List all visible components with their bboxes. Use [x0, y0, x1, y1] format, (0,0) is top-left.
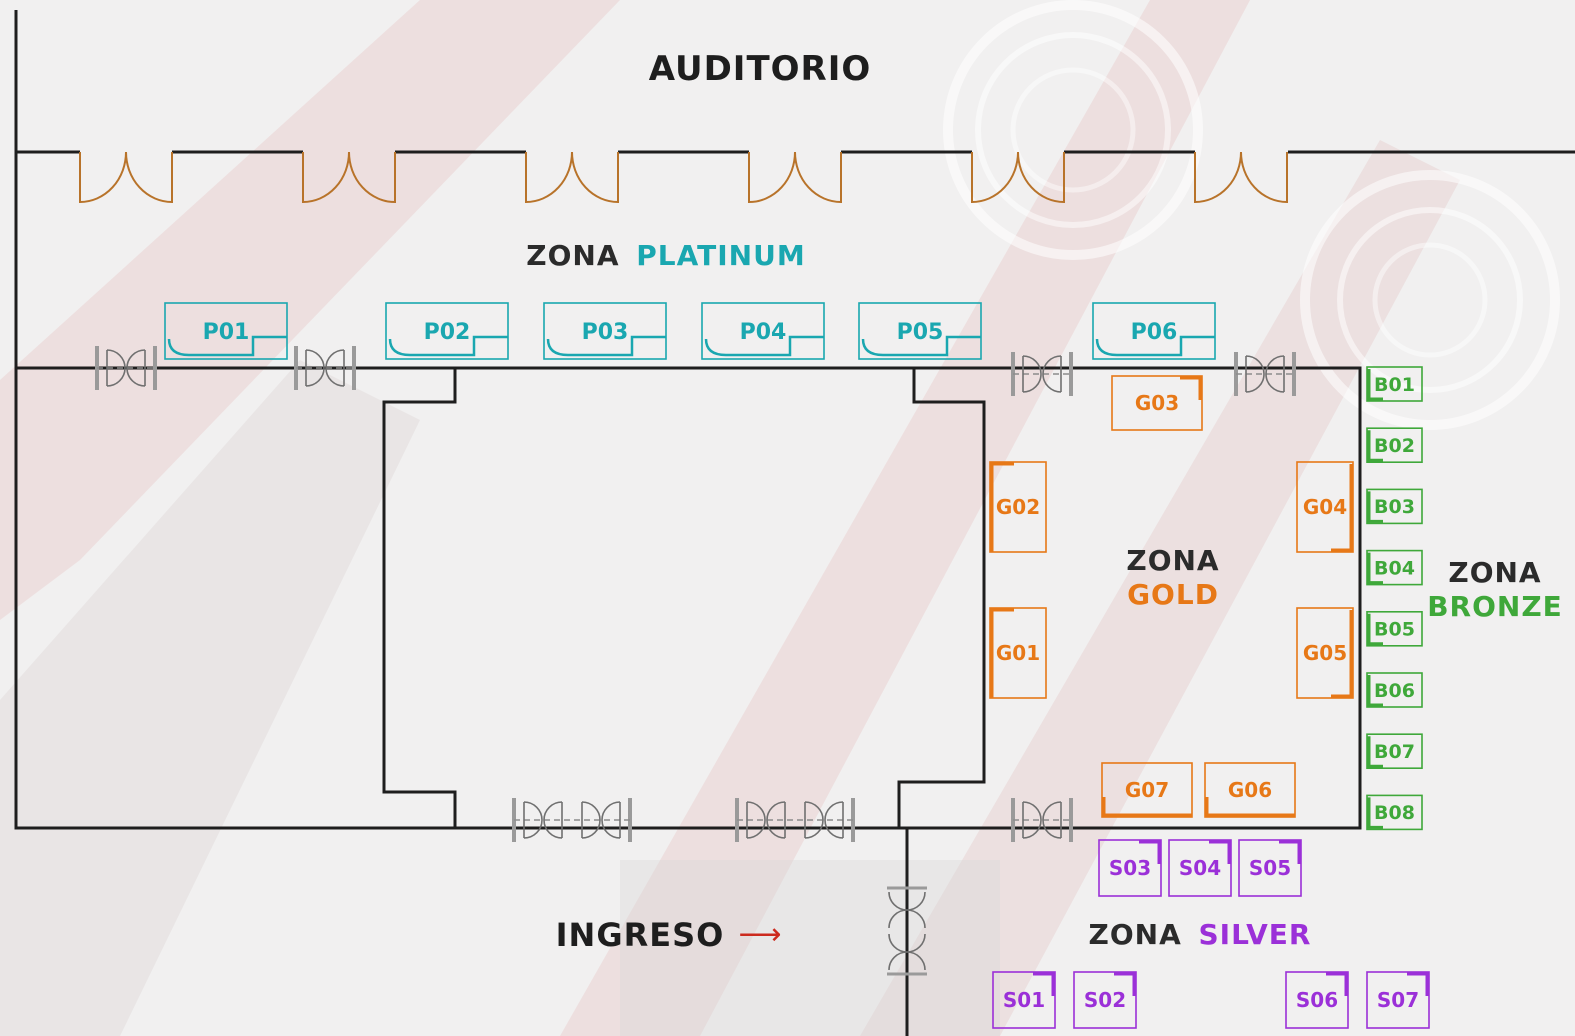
booth-label: P04: [740, 320, 787, 345]
zone-platinum-name: PLATINUM: [636, 239, 805, 272]
booth-label: S05: [1249, 856, 1291, 880]
entrance-label: INGRESO: [556, 916, 725, 954]
turnstile: [1234, 352, 1296, 396]
booth-label: S03: [1109, 856, 1151, 880]
auditorium-title: AUDITORIO: [649, 49, 872, 89]
booth-label: P03: [582, 320, 629, 345]
booth-label: P06: [1131, 320, 1178, 345]
booth-label: B05: [1374, 619, 1415, 641]
booth-label: B02: [1374, 435, 1415, 457]
booth-g05[interactable]: G05: [1296, 607, 1354, 699]
turnstiles: [95, 346, 1296, 976]
booth-b04[interactable]: B04: [1366, 549, 1423, 586]
booth-s04[interactable]: S04: [1168, 839, 1232, 897]
booth-g07[interactable]: G07: [1101, 762, 1193, 818]
double-door: [748, 151, 842, 204]
booth-g01[interactable]: G01: [989, 607, 1047, 699]
booth-label: B04: [1374, 557, 1415, 579]
booth-b01[interactable]: B01: [1366, 366, 1423, 402]
booth-b06[interactable]: B06: [1366, 672, 1423, 708]
booth-s02[interactable]: S02: [1073, 971, 1137, 1029]
booth-label: G02: [996, 495, 1040, 519]
booth-s06[interactable]: S06: [1285, 971, 1349, 1029]
booth-label: G04: [1303, 495, 1347, 519]
turnstile: [1011, 352, 1073, 396]
booth-label: B07: [1374, 741, 1415, 763]
turnstile: [95, 346, 157, 390]
booth-b03[interactable]: B03: [1366, 488, 1423, 525]
zone-bronze-name: BRONZE: [1427, 590, 1563, 623]
zone-silver-prefix: ZONA: [1089, 918, 1182, 951]
booth-p03[interactable]: P03: [543, 302, 667, 360]
auditorium-doors: [79, 151, 1288, 204]
zone-bronze-prefix: ZONA: [1448, 556, 1541, 589]
turnstile: [512, 798, 632, 842]
booth-label: P01: [203, 320, 250, 345]
walls: [14, 10, 1575, 1036]
booth-label: P05: [897, 320, 944, 345]
turnstile: [294, 346, 356, 390]
turnstile: [1011, 798, 1073, 842]
zone-silver-label: ZONA SILVER: [1089, 918, 1312, 951]
zone-platinum-prefix: ZONA: [526, 239, 619, 272]
booth-label: G03: [1135, 391, 1179, 415]
booth-label: S07: [1377, 988, 1419, 1012]
booth-label: P02: [424, 320, 471, 345]
zone-silver-name: SILVER: [1199, 918, 1312, 951]
booth-label: B03: [1374, 496, 1415, 518]
booth-label: B06: [1374, 680, 1415, 702]
booth-p06[interactable]: P06: [1092, 302, 1216, 360]
booth-label: G07: [1125, 778, 1169, 802]
double-door: [971, 151, 1065, 204]
double-door: [525, 151, 619, 204]
booth-label: S06: [1296, 988, 1338, 1012]
booth-label: S04: [1179, 856, 1221, 880]
zone-gold-name: GOLD: [1127, 578, 1219, 611]
entrance-arrow-icon: ⟶: [738, 917, 781, 952]
turnstile: [735, 798, 855, 842]
zone-gold-prefix: ZONA: [1126, 544, 1219, 577]
booth-label: G06: [1228, 778, 1272, 802]
wall-segment: [897, 368, 986, 828]
booth-b05[interactable]: B05: [1366, 610, 1423, 647]
turnstile-entrance: [887, 886, 927, 976]
booth-g06[interactable]: G06: [1204, 762, 1296, 818]
booth-label: G01: [996, 641, 1040, 665]
double-door: [302, 151, 396, 204]
zone-platinum-label: ZONA PLATINUM: [526, 239, 805, 272]
booth-s05[interactable]: S05: [1238, 839, 1302, 897]
booth-b08[interactable]: B08: [1366, 794, 1423, 831]
booth-label: S02: [1084, 988, 1126, 1012]
booth-label: S01: [1003, 988, 1045, 1012]
double-door: [1194, 151, 1288, 204]
booth-s07[interactable]: S07: [1366, 971, 1430, 1029]
wall-segment: [14, 10, 457, 830]
booth-b07[interactable]: B07: [1366, 733, 1423, 770]
booth-s01[interactable]: S01: [992, 971, 1056, 1029]
booth-label: B08: [1374, 802, 1415, 824]
booth-p05[interactable]: P05: [858, 302, 982, 360]
booth-g04[interactable]: G04: [1296, 461, 1354, 553]
booth-p04[interactable]: P04: [701, 302, 825, 360]
booth-b02[interactable]: B02: [1366, 427, 1423, 464]
booth-s03[interactable]: S03: [1098, 839, 1162, 897]
double-door: [79, 151, 173, 204]
booth-p02[interactable]: P02: [385, 302, 509, 360]
booth-p01[interactable]: P01: [164, 302, 288, 360]
booth-label: B01: [1374, 374, 1415, 396]
booth-label: G05: [1303, 641, 1347, 665]
booth-g03[interactable]: G03: [1111, 375, 1203, 431]
booth-g02[interactable]: G02: [989, 461, 1047, 553]
